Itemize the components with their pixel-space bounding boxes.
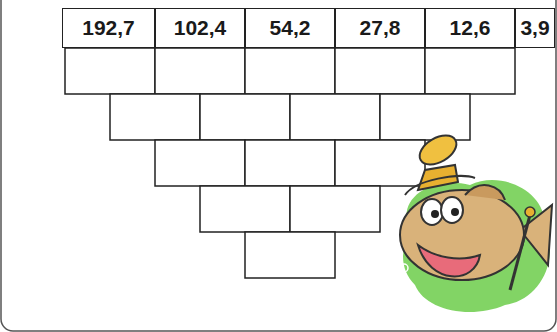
cell-number: 3,9 xyxy=(520,16,549,40)
cell-number: 102,4 xyxy=(174,16,227,40)
cell-number: 192,7 xyxy=(82,16,135,40)
number-cell: 27,8 xyxy=(335,8,425,48)
cell-number: 12,6 xyxy=(450,16,491,40)
number-cell: 12,6 xyxy=(425,8,515,48)
fish-illustration xyxy=(393,130,552,312)
cell-number: 27,8 xyxy=(360,16,401,40)
number-cell: 3,9 xyxy=(515,8,555,48)
number-cell: 102,4 xyxy=(155,8,245,48)
number-cell: 54,2 xyxy=(245,8,335,48)
cell-number: 54,2 xyxy=(270,16,311,40)
number-cell: 192,7 xyxy=(62,8,155,48)
